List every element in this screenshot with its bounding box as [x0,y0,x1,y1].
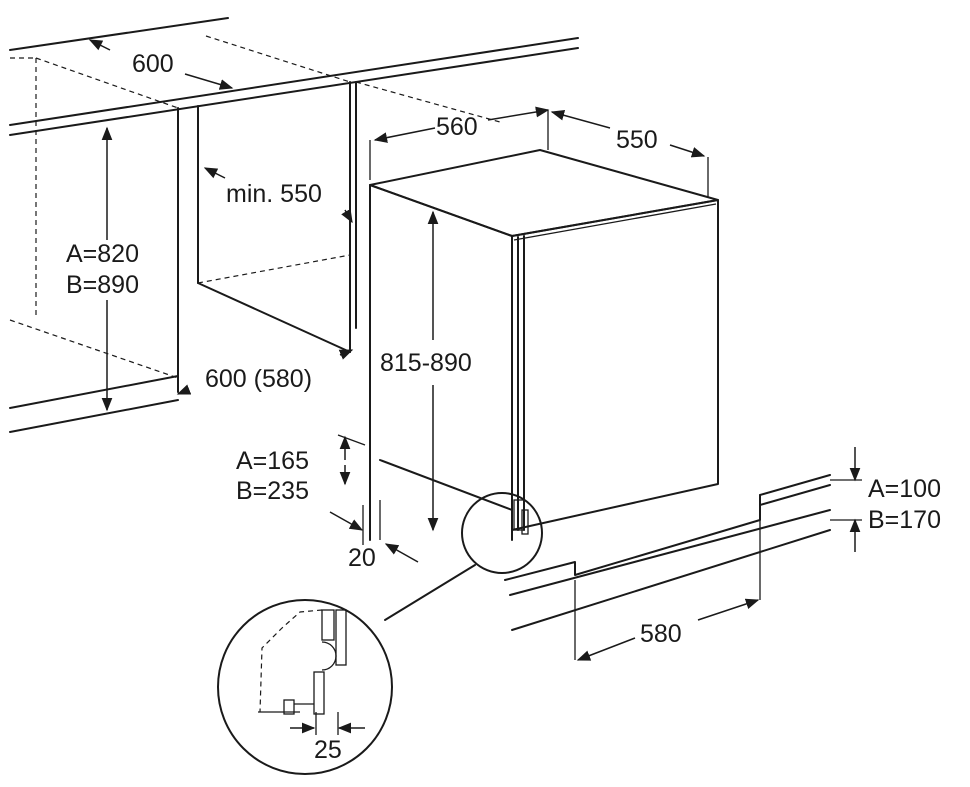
worktop [9,17,579,136]
dimension-lines [88,39,862,661]
label-plinth-width: 580 [640,620,682,648]
label-plinth-clearance-a: A=100 [868,475,941,503]
label-cabinet-width: 560 [436,113,478,141]
plinth-strip [379,474,831,631]
label-cabinet-height: 815-890 [380,349,472,377]
appliance-door [511,199,719,531]
niche-walls [9,81,357,433]
label-plinth-height-b: B=235 [236,477,309,505]
label-niche-height-a: A=820 [66,240,139,268]
label-plinth-height-a: A=165 [236,447,309,475]
label-niche-height-b: B=890 [66,271,139,299]
label-niche-top-depth: 600 [132,50,174,78]
label-cabinet-depth: 550 [616,126,658,154]
label-niche-min-depth: min. 550 [226,180,322,208]
label-plinth-clearance-b: B=170 [868,506,941,534]
label-niche-width: 600 (580) [205,365,312,393]
label-detail-offset: 25 [314,736,342,764]
label-door-gap: 20 [348,544,376,572]
dimension-labels: 600 A=820 B=890 min. 550 560 550 815-890… [66,50,941,764]
niche-hidden-edges [9,35,501,379]
detail-callout-large [217,599,393,775]
detail-callout-small [384,492,543,621]
